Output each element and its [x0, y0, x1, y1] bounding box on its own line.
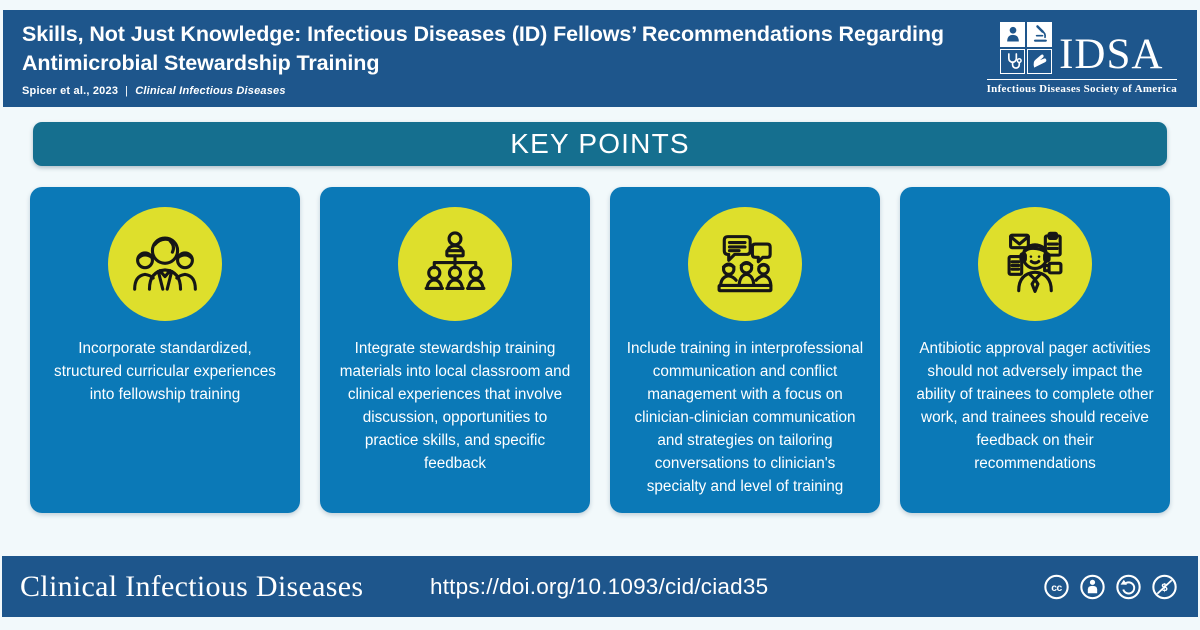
team-icon: [108, 207, 222, 321]
header: Skills, Not Just Knowledge: Infectious D…: [3, 10, 1197, 107]
header-text-block: Skills, Not Just Knowledge: Infectious D…: [22, 20, 944, 97]
key-point-text-3: Include training in interprofessional co…: [626, 340, 864, 495]
cc-sa-icon: [1116, 574, 1141, 599]
cc-icon-label: cc: [1051, 582, 1062, 593]
cc-icon: cc: [1044, 574, 1069, 599]
person-icon: [1000, 21, 1026, 47]
idsa-tagline: Infectious Diseases Society of America: [986, 83, 1177, 96]
cc-nc-icon: $: [1152, 574, 1177, 599]
footer-journal-name: Clinical Infectious Diseases: [20, 569, 364, 603]
byline-authors: Spicer et al., 2023: [22, 85, 119, 98]
microscope-icon: [1027, 21, 1053, 47]
idsa-wordmark: IDSA: [1059, 30, 1164, 78]
key-point-card-1: Incorporate standardized, structured cur…: [30, 187, 300, 513]
license-icons: cc $: [1043, 573, 1178, 600]
byline-separator: |: [125, 85, 129, 98]
hand-icon: [1027, 48, 1053, 74]
idsa-logo-top: IDSA: [1000, 21, 1164, 78]
key-points-label: KEY POINTS: [510, 128, 690, 159]
cc-by-icon: [1080, 574, 1105, 599]
key-point-text-1: Incorporate standardized, structured cur…: [54, 340, 276, 403]
key-point-text-2: Integrate stewardship training materials…: [339, 340, 571, 472]
key-points-banner: KEY POINTS: [33, 122, 1167, 166]
cc-nc-symbol: $: [1161, 582, 1168, 594]
byline: Spicer et al., 2023 | Clinical Infectious …: [22, 85, 944, 97]
key-point-cards: Incorporate standardized, structured cur…: [30, 187, 1170, 513]
page-title: Skills, Not Just Knowledge: Infectious D…: [22, 20, 944, 78]
stethoscope-icon: [1000, 48, 1026, 74]
org-hierarchy-icon: [398, 207, 512, 321]
multitasking-person-icon: [978, 207, 1092, 321]
title-line-1: Skills, Not Just Knowledge: Infectious D…: [22, 21, 944, 46]
key-point-text-4: Antibiotic approval pager activities sho…: [916, 340, 1154, 472]
idsa-rule: [986, 78, 1177, 81]
doi-link[interactable]: https://doi.org/10.1093/cid/ciad35: [430, 573, 769, 599]
title-line-2: Antimicrobial Stewardship Training: [22, 51, 380, 75]
meeting-discussion-icon: [688, 207, 802, 321]
byline-journal: Clinical Infectious Diseases: [135, 85, 286, 98]
footer: Clinical Infectious Diseases https://doi…: [2, 556, 1198, 617]
key-point-card-4: Antibiotic approval pager activities sho…: [900, 187, 1170, 513]
idsa-pictogram-grid: [1000, 21, 1053, 74]
idsa-logo: IDSA Infectious Diseases Society of Amer…: [986, 21, 1177, 96]
key-point-card-3: Include training in interprofessional co…: [610, 187, 880, 513]
key-point-card-2: Integrate stewardship training materials…: [320, 187, 590, 513]
